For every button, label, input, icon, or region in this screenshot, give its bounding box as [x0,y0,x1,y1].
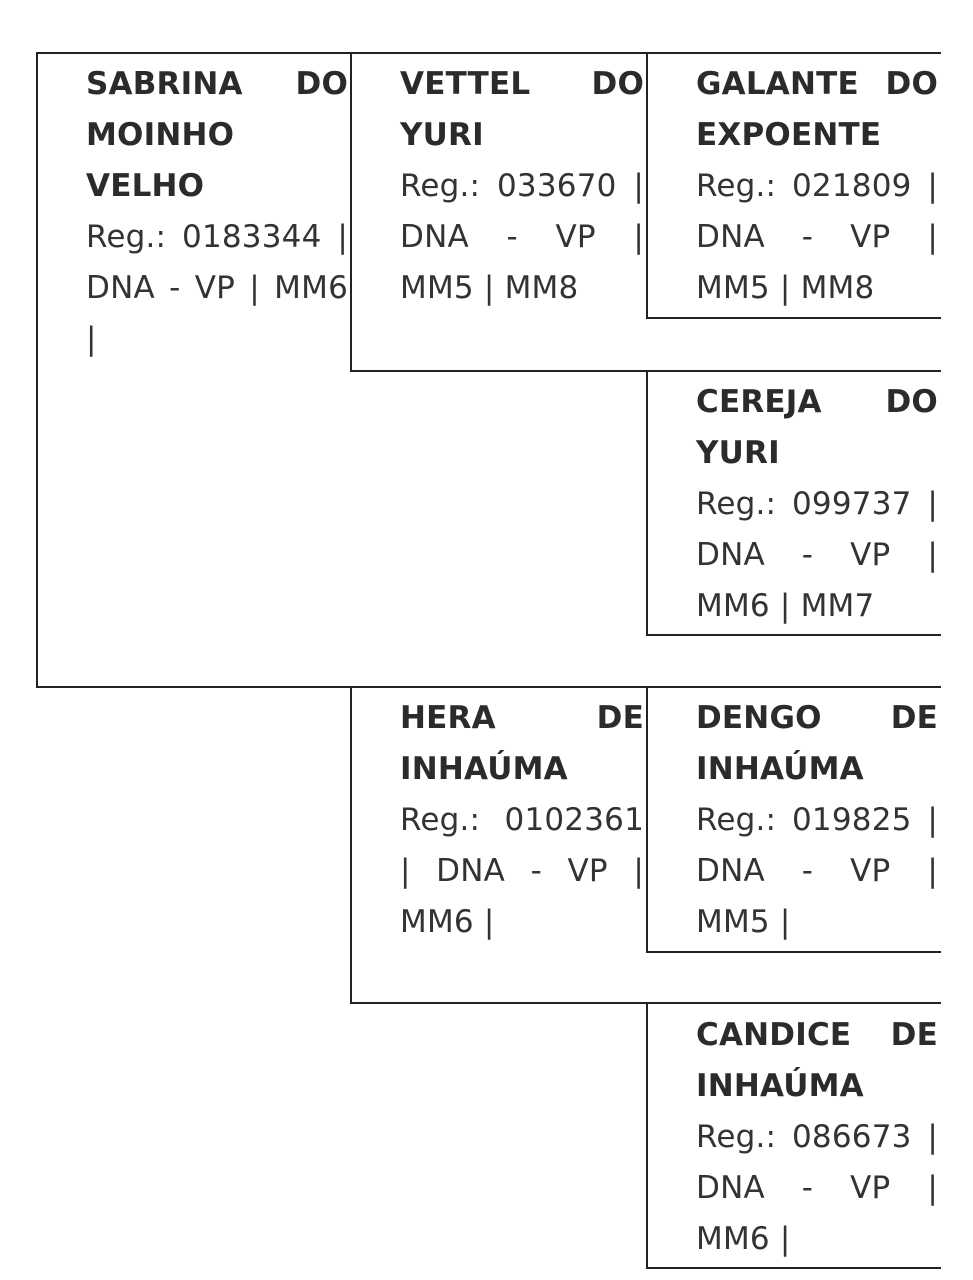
dam-name[interactable]: HERA DE INHAÚMA [400,700,644,787]
sire-name[interactable]: VETTEL DO YURI [400,66,644,153]
dam-dam-box [646,1002,941,1269]
sire-sire-name[interactable]: GALANTE DO EXPOENTE [696,66,938,153]
sire-dam-card: CEREJA DO YURI Reg.: 099737 | DNA - VP |… [696,377,938,632]
sire-sire-box [646,52,941,319]
subject-info: Reg.: 0183344 | DNA - VP | MM6 | [86,219,348,357]
dam-dam-card: CANDICE DE INHAÚMA Reg.: 086673 | DNA - … [696,1010,938,1265]
dam-sire-info: Reg.: 019825 | DNA - VP | MM5 | [696,802,938,940]
dam-box [350,686,941,1004]
sire-dam-info: Reg.: 099737 | DNA - VP | MM6 | MM7 [696,486,938,624]
dam-dam-name[interactable]: CANDICE DE INHAÚMA [696,1017,938,1104]
sire-info: Reg.: 033670 | DNA - VP | MM5 | MM8 [400,168,644,306]
pedigree-tree: SABRINA DO MOINHO VELHO Reg.: 0183344 | … [36,52,941,1269]
subject-name[interactable]: SABRINA DO MOINHO VELHO [86,66,348,204]
sire-sire-card: GALANTE DO EXPOENTE Reg.: 021809 | DNA -… [696,59,938,314]
sire-sire-info: Reg.: 021809 | DNA - VP | MM5 | MM8 [696,168,938,306]
sire-dam-name[interactable]: CEREJA DO YURI [696,384,938,471]
sire-box [350,52,941,372]
subject-card: SABRINA DO MOINHO VELHO Reg.: 0183344 | … [86,59,348,365]
sire-dam-box [646,370,941,636]
dam-sire-box [646,686,941,953]
dam-info: Reg.: 0102361 | DNA - VP | MM6 | [400,802,644,940]
sire-card: VETTEL DO YURI Reg.: 033670 | DNA - VP |… [400,59,644,314]
dam-sire-name[interactable]: DENGO DE INHAÚMA [696,700,938,787]
dam-dam-info: Reg.: 086673 | DNA - VP | MM6 | [696,1119,938,1257]
dam-card: HERA DE INHAÚMA Reg.: 0102361 | DNA - VP… [400,693,644,948]
dam-sire-card: DENGO DE INHAÚMA Reg.: 019825 | DNA - VP… [696,693,938,948]
